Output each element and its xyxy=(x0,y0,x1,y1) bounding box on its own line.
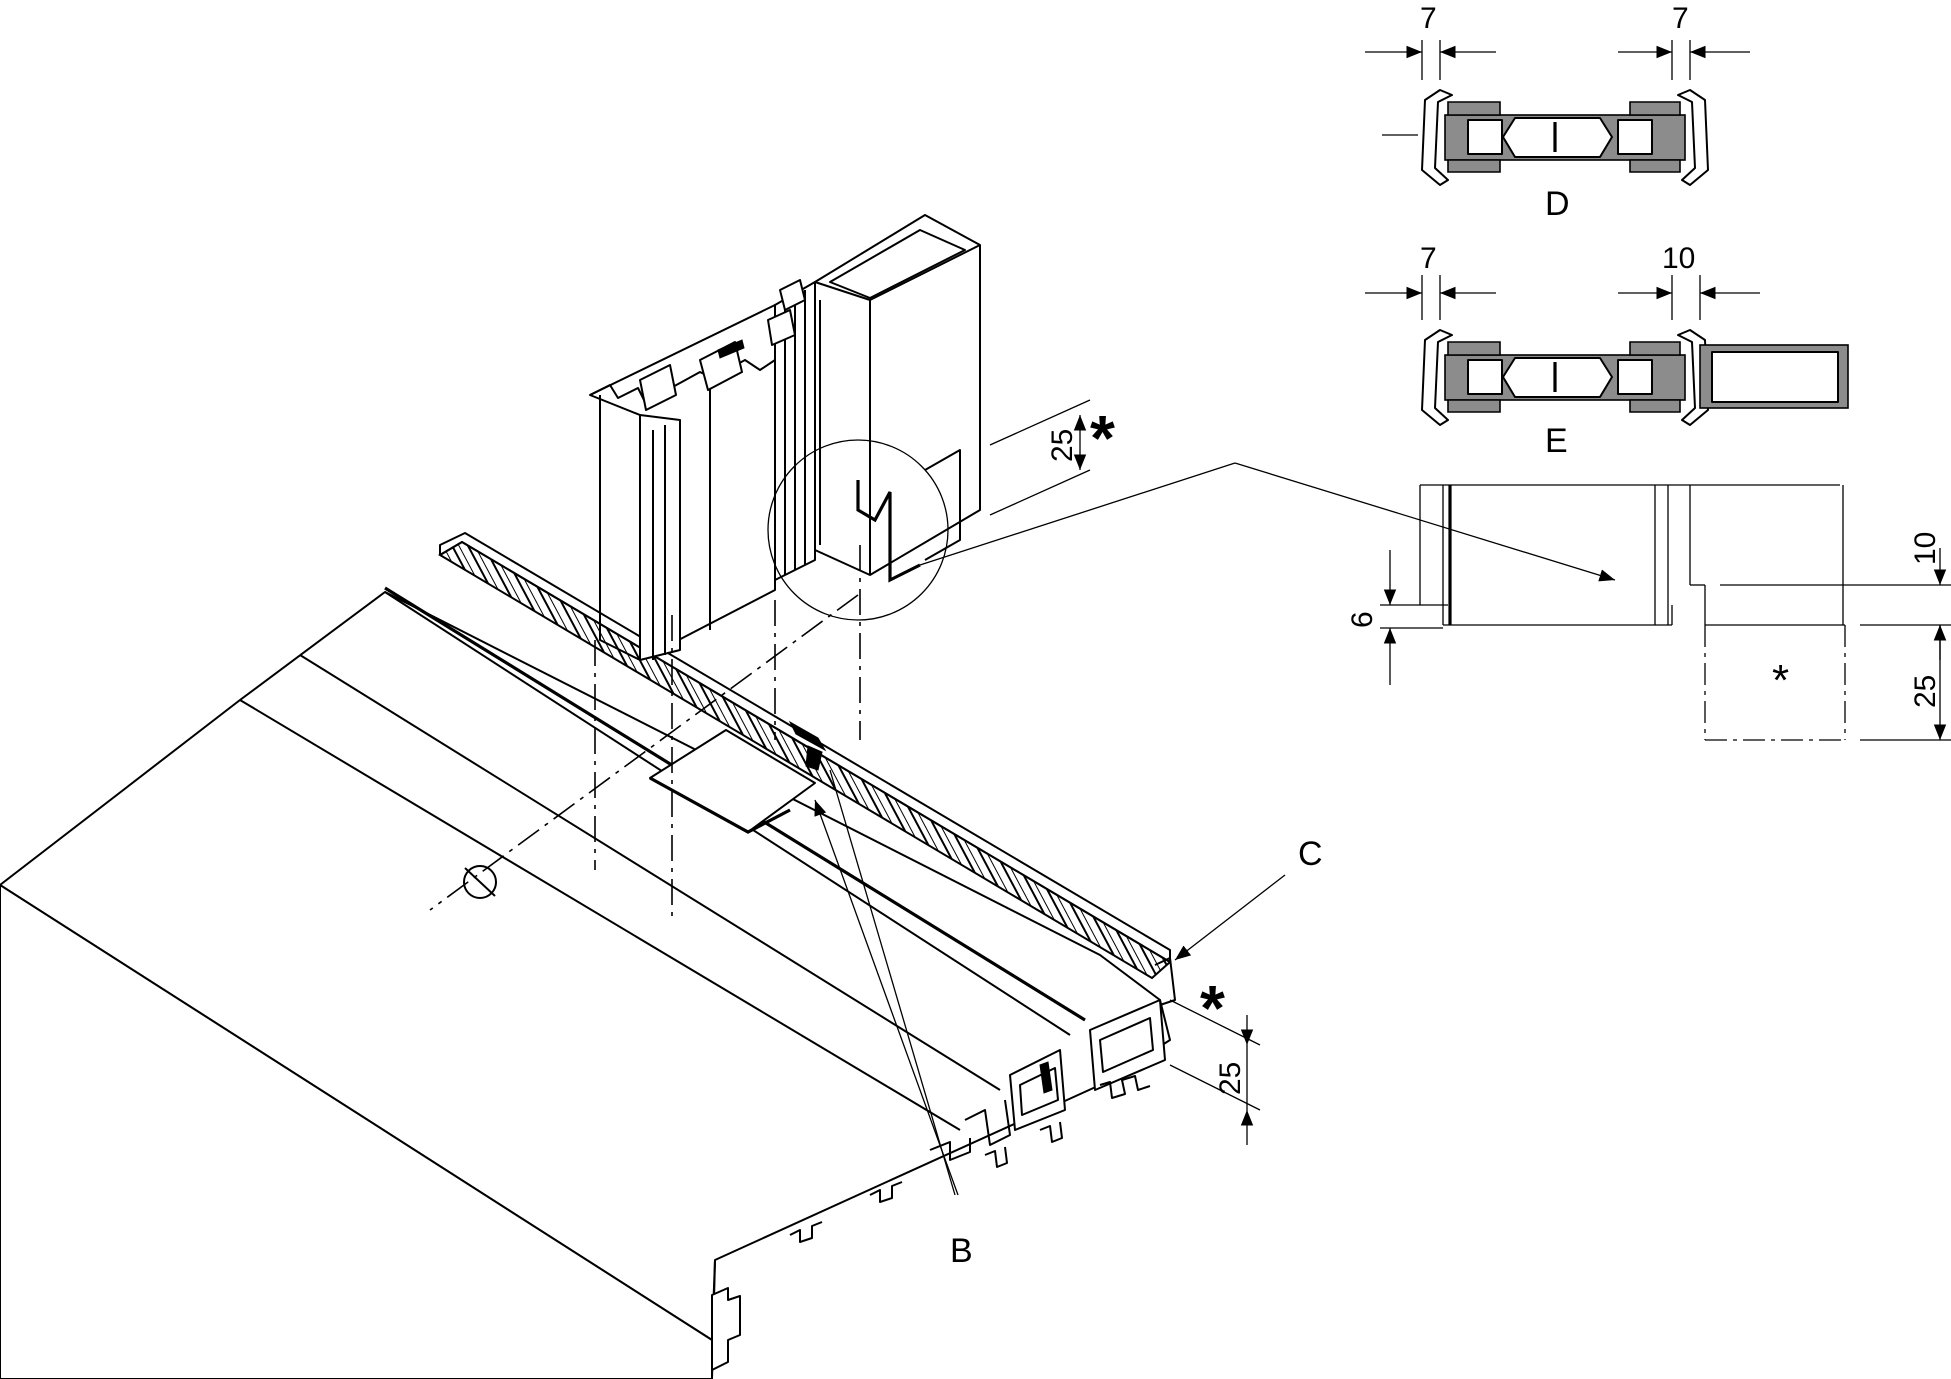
label-b: B xyxy=(950,1232,973,1270)
frame-dim-25: 25 xyxy=(1046,429,1079,462)
label-c-group: C xyxy=(1174,835,1323,961)
sill-profile xyxy=(0,532,1176,1379)
frame-profile xyxy=(589,214,981,661)
d-right-dim: 7 xyxy=(1672,2,1689,35)
sill-star: * xyxy=(1200,972,1225,1044)
detail-star: * xyxy=(1772,656,1789,705)
section-d: 7 7 D xyxy=(1365,2,1750,223)
detail-callout xyxy=(767,439,1616,621)
e-left-dim: 7 xyxy=(1420,242,1437,275)
axis-symbol-icon xyxy=(463,865,497,899)
d-left-dim: 7 xyxy=(1420,2,1437,35)
label-d: D xyxy=(1545,185,1570,223)
detail-dim-6: 6 xyxy=(1346,611,1379,628)
label-e: E xyxy=(1545,422,1568,460)
section-e: 7 10 E xyxy=(1365,242,1849,460)
label-c: C xyxy=(1298,835,1323,873)
e-right-dim: 10 xyxy=(1662,242,1695,275)
frame-dimension: 25 * xyxy=(989,399,1115,516)
detail-dim-25: 25 xyxy=(1909,675,1942,708)
label-b-group: B xyxy=(814,769,973,1270)
center-lines xyxy=(429,545,861,920)
sill-dim-25: 25 xyxy=(1214,1062,1247,1095)
sill-dimension: 25 * xyxy=(1169,972,1261,1145)
detail-dim-10: 10 xyxy=(1909,532,1942,565)
detail-view: 10 25 * 6 xyxy=(1346,484,1951,741)
frame-star: * xyxy=(1090,402,1115,474)
